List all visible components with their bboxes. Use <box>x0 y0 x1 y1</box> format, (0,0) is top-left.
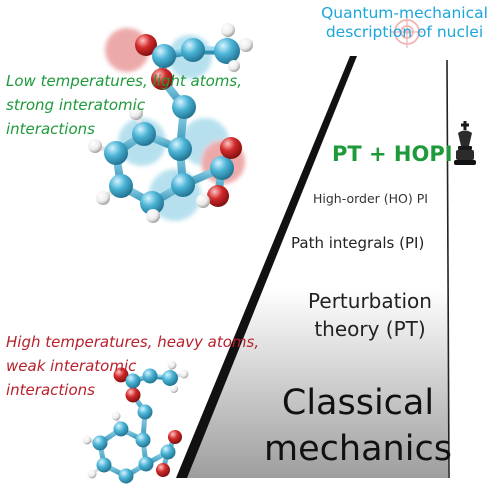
high-accuracy-line-1: Low temperatures, light atoms, <box>6 72 242 90</box>
method-perturbation-theory: Perturbation theory (PT) <box>270 287 470 343</box>
high-accuracy-line-3: interactions <box>6 120 95 138</box>
quantum-description-line-1: Quantum-mechanical <box>321 4 488 22</box>
molecule-classical-render <box>82 360 189 484</box>
quantum-description-label: Quantum-mechanical description of nuclei <box>312 4 497 42</box>
wedge-left-edge <box>176 56 357 478</box>
low-accuracy-conditions: High temperatures, heavy atoms, weak int… <box>6 330 259 402</box>
target-icon <box>391 16 423 48</box>
wedge-right-edge <box>446 59 450 479</box>
method-high-order-pi: High-order (HO) PI <box>313 191 428 206</box>
chess-king-icon <box>454 121 476 165</box>
method-perturbation-theory-line-1: Perturbation <box>308 289 432 313</box>
low-accuracy-line-3: interactions <box>6 381 95 399</box>
low-accuracy-line-1: High temperatures, heavy atoms, <box>6 333 260 351</box>
method-perturbation-theory-line-2: theory (PT) <box>314 317 426 341</box>
low-accuracy-line-2: weak interatomic <box>6 357 137 375</box>
method-classical-mechanics: Classical mechanics <box>233 380 483 472</box>
method-classical-mechanics-line-2: mechanics <box>264 429 452 469</box>
method-path-integrals: Path integrals (PI) <box>291 234 425 252</box>
quantum-description-line-2: description of nuclei <box>325 23 484 41</box>
method-classical-mechanics-line-1: Classical <box>281 383 435 423</box>
high-accuracy-line-2: strong interatomic <box>6 96 146 114</box>
method-pt-hopi: PT + HOPI <box>332 142 453 166</box>
accuracy-wedge <box>180 56 448 478</box>
high-accuracy-conditions: Low temperatures, light atoms, strong in… <box>6 69 242 141</box>
molecule-quantum-render <box>88 23 253 223</box>
